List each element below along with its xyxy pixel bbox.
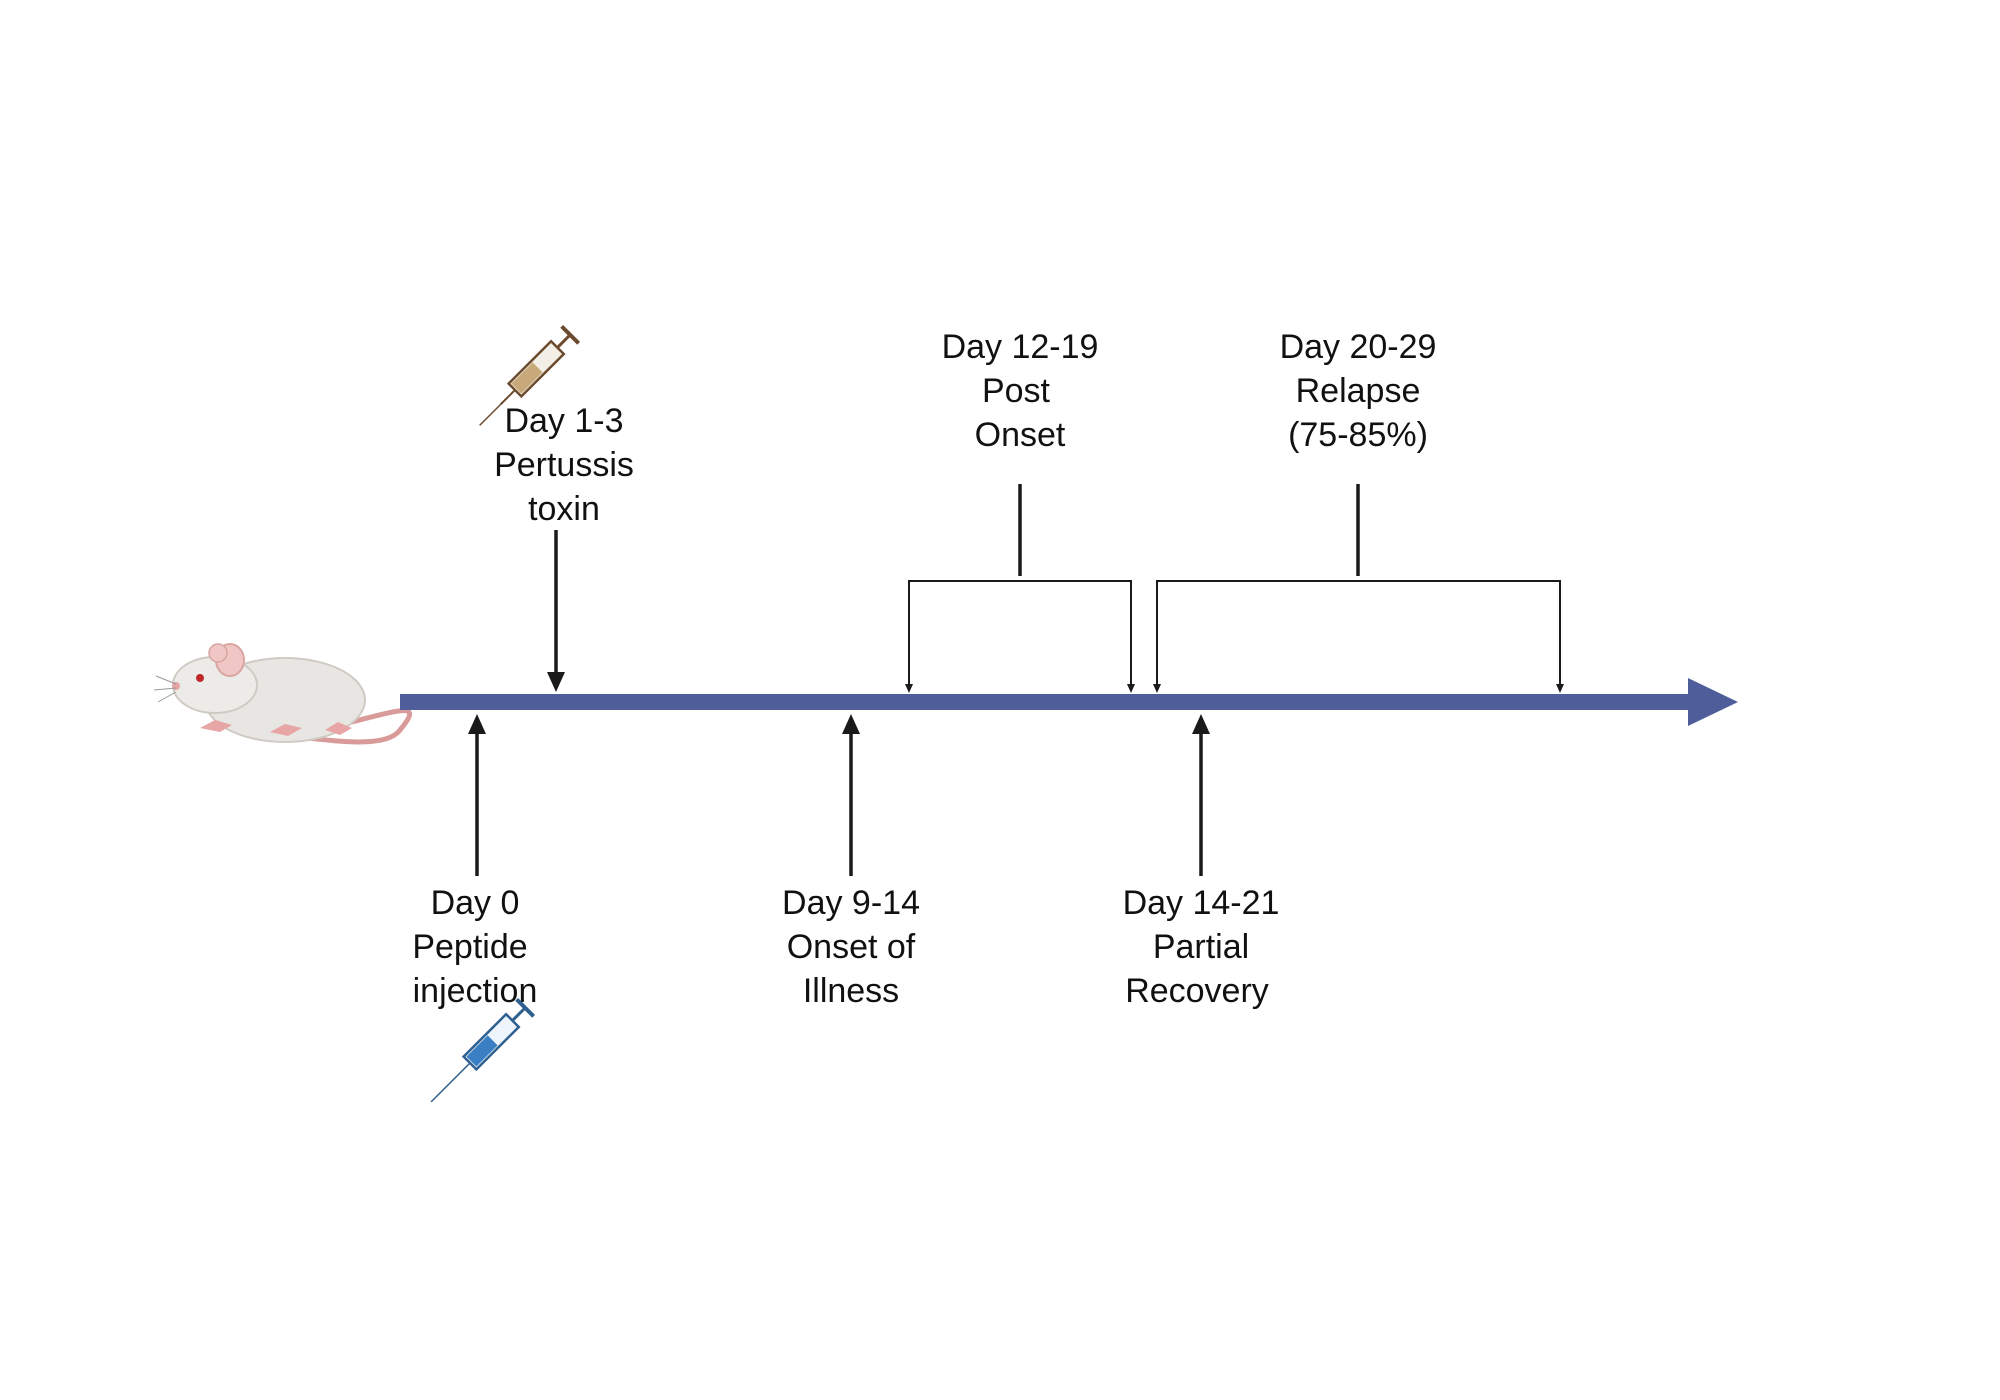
mouse-icon <box>153 643 413 745</box>
timeline-arrowhead <box>1688 678 1738 726</box>
onset-desc-label: Illness <box>803 972 899 1010</box>
post-onset-day-label: Day 12-19 <box>942 328 1099 366</box>
relapse-desc-label: (75-85%) <box>1288 416 1428 454</box>
peptide-desc-label: injection <box>413 972 538 1010</box>
recovery-desc-label: Recovery <box>1125 972 1269 1010</box>
event-post-onset: Day 12-19 Post Onset <box>905 328 1135 693</box>
event-relapse: Day 20-29 Relapse (75-85%) <box>1153 328 1564 693</box>
relapse-name-label: Relapse <box>1296 372 1421 410</box>
syringe-icon <box>430 997 536 1103</box>
onset-day-label: Day 9-14 <box>782 884 920 922</box>
event-onset: Day 9-14 Onset of Illness <box>782 714 920 1010</box>
event-recovery: Day 14-21 Partial Recovery <box>1123 714 1280 1010</box>
syringe-icon <box>479 324 581 426</box>
recovery-day-label: Day 14-21 <box>1123 884 1280 922</box>
pertussis-desc-label: toxin <box>528 490 600 528</box>
pertussis-day-label: Day 1-3 <box>504 402 623 440</box>
event-pertussis: Day 1-3 Pertussis toxin <box>494 402 634 692</box>
post-onset-name-label: Post <box>982 372 1051 410</box>
post-onset-desc-label: Onset <box>975 416 1066 454</box>
event-peptide: Day 0 Peptide injection <box>412 714 537 1010</box>
peptide-day-label: Day 0 <box>431 884 520 922</box>
pertussis-name-label: Pertussis <box>494 446 634 484</box>
peptide-name-label: Peptide <box>412 928 527 966</box>
relapse-day-label: Day 20-29 <box>1280 328 1437 366</box>
recovery-name-label: Partial <box>1153 928 1249 966</box>
onset-name-label: Onset of <box>787 928 916 966</box>
